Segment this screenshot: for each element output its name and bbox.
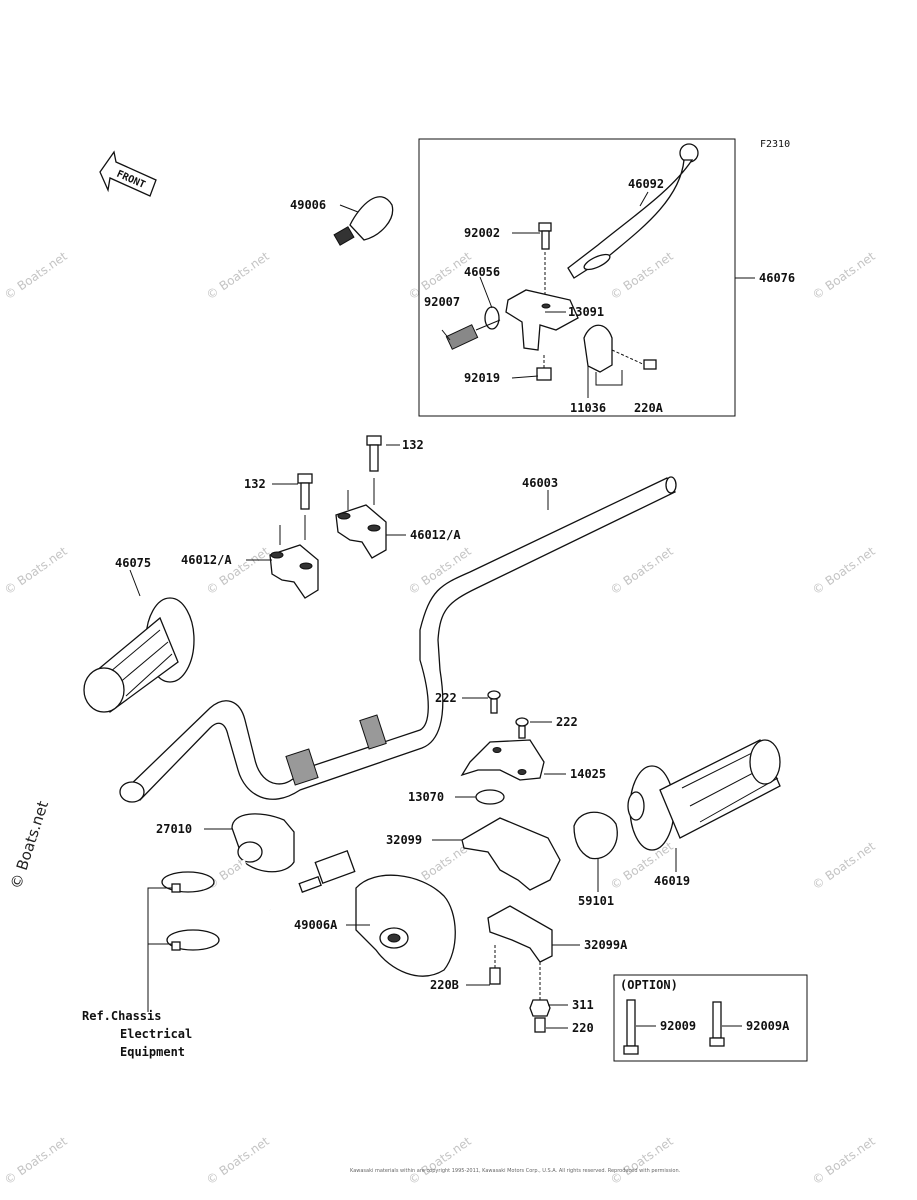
part-label: 132	[402, 438, 424, 452]
watermark: © Boats.net	[204, 249, 272, 303]
part-label: 46092	[628, 177, 664, 191]
part-label: 311	[572, 998, 594, 1012]
clamp	[583, 324, 613, 373]
throttle-cover	[460, 690, 545, 805]
reference-note: Ref.Chassis Electrical Equipment	[82, 1009, 192, 1059]
ref-note-line: Ref.Chassis	[82, 1009, 161, 1023]
part-label: 13091	[568, 305, 604, 319]
part-label: 132	[244, 477, 266, 491]
housing-screw	[489, 967, 501, 985]
watermark: © Boats.net	[204, 1134, 272, 1188]
part-label: 222	[435, 691, 457, 705]
part-label: 46003	[522, 476, 558, 490]
watermark-large: © Boats.net	[7, 799, 52, 892]
watermark: © Boats.net	[810, 544, 878, 598]
watermark: © Boats.net	[406, 1134, 474, 1188]
adjuster-bolt	[445, 319, 501, 350]
watermark: © Boats.net	[204, 544, 272, 598]
watermark: © Boats.net	[2, 249, 70, 303]
option-bolt-long	[623, 999, 639, 1055]
pivot-bolt	[538, 222, 552, 300]
part-label: 46056	[464, 265, 500, 279]
watermark: © Boats.net	[2, 1134, 70, 1188]
part-label: 13070	[408, 790, 444, 804]
throttle-case	[355, 874, 456, 977]
part-label: 27010	[156, 822, 192, 836]
cable-band-lower	[166, 929, 220, 951]
copyright-text: Kawasaki materials within are copyright …	[350, 1168, 681, 1174]
nut	[536, 367, 552, 381]
grip-left	[83, 597, 195, 714]
handlebar-holder-right	[335, 435, 387, 559]
cable-band-upper	[161, 871, 215, 893]
handlebar-holder-left	[269, 473, 319, 599]
handlebar	[119, 476, 677, 803]
part-label: 92009A	[746, 1019, 790, 1033]
throttle-housing-lower	[487, 905, 553, 963]
lever-holder	[505, 289, 579, 351]
part-labels: 46076 46092 92002 46056 13091 92007 9201…	[115, 177, 795, 1035]
hex-nut	[529, 999, 551, 1017]
figure-code: F2310	[760, 139, 790, 150]
option-bolt-short	[709, 1001, 725, 1047]
part-label: 92007	[424, 295, 460, 309]
throttle-housing-upper	[461, 817, 561, 891]
ref-note-line: Equipment	[120, 1045, 185, 1059]
watermark: © Boats.net	[608, 544, 676, 598]
part-label: 46076	[759, 271, 795, 285]
option-label: (OPTION)	[620, 978, 678, 992]
part-label: 46075	[115, 556, 151, 570]
watermark: © Boats.net	[810, 839, 878, 893]
leader-lines	[129, 191, 742, 1029]
part-label: 32099A	[584, 938, 628, 952]
part-label: 49006	[290, 198, 326, 212]
cable-boot	[333, 196, 394, 246]
part-label: 220B	[430, 978, 459, 992]
part-label: 220A	[634, 401, 664, 415]
watermark: © Boats.net	[2, 544, 70, 598]
clutch-lever	[567, 143, 699, 279]
engine-stop-switch	[231, 813, 356, 912]
part-label: 46019	[654, 874, 690, 888]
part-label: 11036	[570, 401, 606, 415]
ref-note-line: Electrical	[120, 1027, 192, 1041]
front-arrow-icon: FRONT	[99, 150, 157, 197]
watermark: © Boats.net	[608, 249, 676, 303]
watermark: © Boats.net	[608, 1134, 676, 1188]
part-label: 220	[572, 1021, 594, 1035]
set-screw	[534, 1017, 546, 1033]
part-label: 92002	[464, 226, 500, 240]
part-label: 46012/A	[181, 553, 232, 567]
part-label: 222	[556, 715, 578, 729]
throttle-grip	[627, 739, 781, 851]
part-label: 49006A	[294, 918, 338, 932]
part-label: 92019	[464, 371, 500, 385]
part-label: 92009	[660, 1019, 696, 1033]
part-label: 32099	[386, 833, 422, 847]
option-box	[613, 974, 808, 1062]
part-label: 46012/A	[410, 528, 461, 542]
clamp-screw	[595, 349, 657, 386]
throttle-pulley	[573, 811, 618, 860]
watermark: © Boats.net	[810, 249, 878, 303]
watermark: © Boats.net	[810, 1134, 878, 1188]
part-label: 14025	[570, 767, 606, 781]
part-label: 59101	[578, 894, 614, 908]
